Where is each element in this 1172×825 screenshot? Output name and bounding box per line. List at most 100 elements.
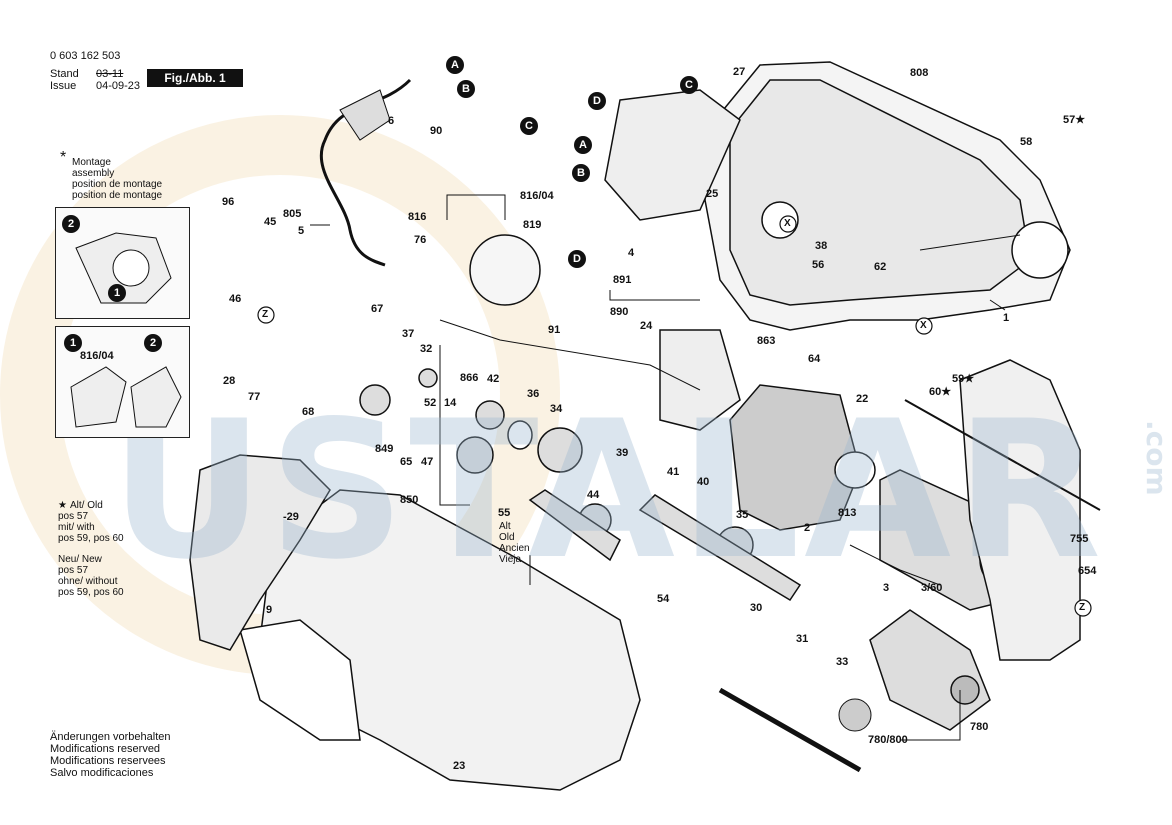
part-label: 25 bbox=[706, 188, 719, 200]
connector-b: B bbox=[457, 80, 475, 98]
part-label: 850 bbox=[400, 494, 419, 506]
part-label: 890 bbox=[610, 306, 629, 318]
inset-bottom-step-1: 1 bbox=[64, 334, 82, 352]
part-label: 6 bbox=[388, 115, 395, 127]
part-label: 36 bbox=[527, 388, 540, 400]
part-label: 27 bbox=[733, 66, 746, 78]
footer-line-3: Modifications reservees bbox=[50, 755, 166, 767]
symbol-z-left: Z bbox=[262, 309, 269, 320]
part-label: 46 bbox=[229, 293, 242, 305]
part-label: 863 bbox=[757, 335, 776, 347]
part-label: 45 bbox=[264, 216, 277, 228]
part-label: 57★ bbox=[1063, 114, 1086, 126]
connector-a-switch: A bbox=[574, 136, 592, 154]
part-label: 780/800 bbox=[868, 734, 908, 746]
star-note-line-1: Montage bbox=[72, 157, 111, 168]
inset-bottom-drawing bbox=[70, 366, 182, 428]
connector-c-switch: C bbox=[680, 76, 698, 94]
part-label: 4 bbox=[628, 247, 635, 259]
part-label: 90 bbox=[430, 125, 443, 137]
part-label: 891 bbox=[613, 274, 632, 286]
part-label: 3/60 bbox=[921, 582, 943, 594]
old-tag-3: Ancien bbox=[499, 543, 530, 554]
legend-old-title: Alt/ Old bbox=[70, 500, 103, 511]
part-label: 780 bbox=[970, 721, 989, 733]
part-label: 35 bbox=[736, 509, 749, 521]
old-tag-1: Alt bbox=[499, 521, 511, 532]
connector-c: C bbox=[520, 117, 538, 135]
part-label: 42 bbox=[487, 373, 500, 385]
part-label: 68 bbox=[302, 406, 315, 418]
part-label: 77 bbox=[248, 391, 261, 403]
handle-housing bbox=[189, 454, 641, 791]
legend-new-line-4: pos 59, pos 60 bbox=[58, 587, 124, 598]
footer-line-1: Änderungen vorbehalten bbox=[50, 731, 171, 743]
part-label: 37 bbox=[402, 328, 415, 340]
part-label: 41 bbox=[667, 466, 680, 478]
part-label: 38 bbox=[815, 240, 828, 252]
part-label: 24 bbox=[640, 320, 653, 332]
part-label: 23 bbox=[453, 760, 466, 772]
part-label: 40 bbox=[697, 476, 710, 488]
connector-d-switch: D bbox=[588, 92, 606, 110]
legend-old-line-3: pos 59, pos 60 bbox=[58, 533, 124, 544]
part-label: 866 bbox=[460, 372, 479, 384]
inset-top-drawing bbox=[75, 232, 172, 304]
connector-d: D bbox=[568, 250, 586, 268]
part-label: 91 bbox=[548, 324, 561, 336]
watermark-com: .com bbox=[1140, 420, 1172, 496]
part-label: 44 bbox=[587, 489, 600, 501]
part-label: 30 bbox=[750, 602, 763, 614]
part-label: 34 bbox=[550, 403, 563, 415]
stand-value: 03-11 bbox=[96, 68, 124, 80]
leader-lines bbox=[310, 194, 1021, 741]
part-label: 654 bbox=[1078, 565, 1097, 577]
part-label: 32 bbox=[420, 343, 433, 355]
part-label: 76 bbox=[414, 234, 427, 246]
old-tag-4: Vieja bbox=[499, 554, 522, 565]
part-label: 47 bbox=[421, 456, 434, 468]
part-label: 65 bbox=[400, 456, 413, 468]
part-label: 849 bbox=[375, 443, 394, 455]
part-number: 0 603 162 503 bbox=[50, 50, 121, 62]
part-label: 54 bbox=[657, 593, 670, 605]
inset-bottom-label: 816/04 bbox=[80, 350, 114, 362]
stand-label: Stand bbox=[50, 68, 79, 80]
chuck bbox=[869, 609, 991, 731]
inset-bottom-step-2: 2 bbox=[144, 334, 162, 352]
part-label: 59★ bbox=[952, 373, 975, 385]
footer-line-4: Salvo modificaciones bbox=[50, 767, 154, 779]
part-label: 755 bbox=[1070, 533, 1089, 545]
part-label: 33 bbox=[836, 656, 849, 668]
part-label: 819 bbox=[523, 219, 542, 231]
gear-train bbox=[359, 368, 802, 602]
footer-line-2: Modifications reserved bbox=[50, 743, 161, 755]
switch bbox=[469, 89, 741, 431]
inset-top-step-2: 2 bbox=[62, 215, 80, 233]
connector-b-switch: B bbox=[572, 164, 590, 182]
part-label: 67 bbox=[371, 303, 384, 315]
legend-old-star: ★ bbox=[58, 500, 67, 511]
star-note-line-2: assembly bbox=[72, 168, 115, 179]
legend-old-line-2: mit/ with bbox=[58, 522, 95, 533]
issue-value: 04-09-23 bbox=[96, 80, 141, 92]
chuck-key bbox=[718, 687, 862, 773]
part-label: 39 bbox=[616, 447, 629, 459]
part-label: 56 bbox=[812, 259, 825, 271]
motor-housing bbox=[704, 61, 1071, 331]
part-label: 60★ bbox=[929, 386, 952, 398]
inset-top-step-1: 1 bbox=[108, 284, 126, 302]
star-marker: * bbox=[60, 149, 67, 166]
part-label: 805 bbox=[283, 208, 302, 220]
part-label: -29 bbox=[283, 511, 299, 523]
part-label: 2 bbox=[804, 522, 811, 534]
part-label: 31 bbox=[796, 633, 809, 645]
symbol-x-brush: X bbox=[920, 320, 927, 331]
figure-label: Fig./Abb. 1 bbox=[147, 69, 243, 87]
watermark: USTALAR bbox=[110, 380, 1106, 601]
part-label: 62 bbox=[874, 261, 887, 273]
part-label: 816 bbox=[408, 211, 427, 223]
symbol-z-right: Z bbox=[1079, 602, 1086, 613]
star-note-line-4: position de montage bbox=[72, 190, 163, 201]
